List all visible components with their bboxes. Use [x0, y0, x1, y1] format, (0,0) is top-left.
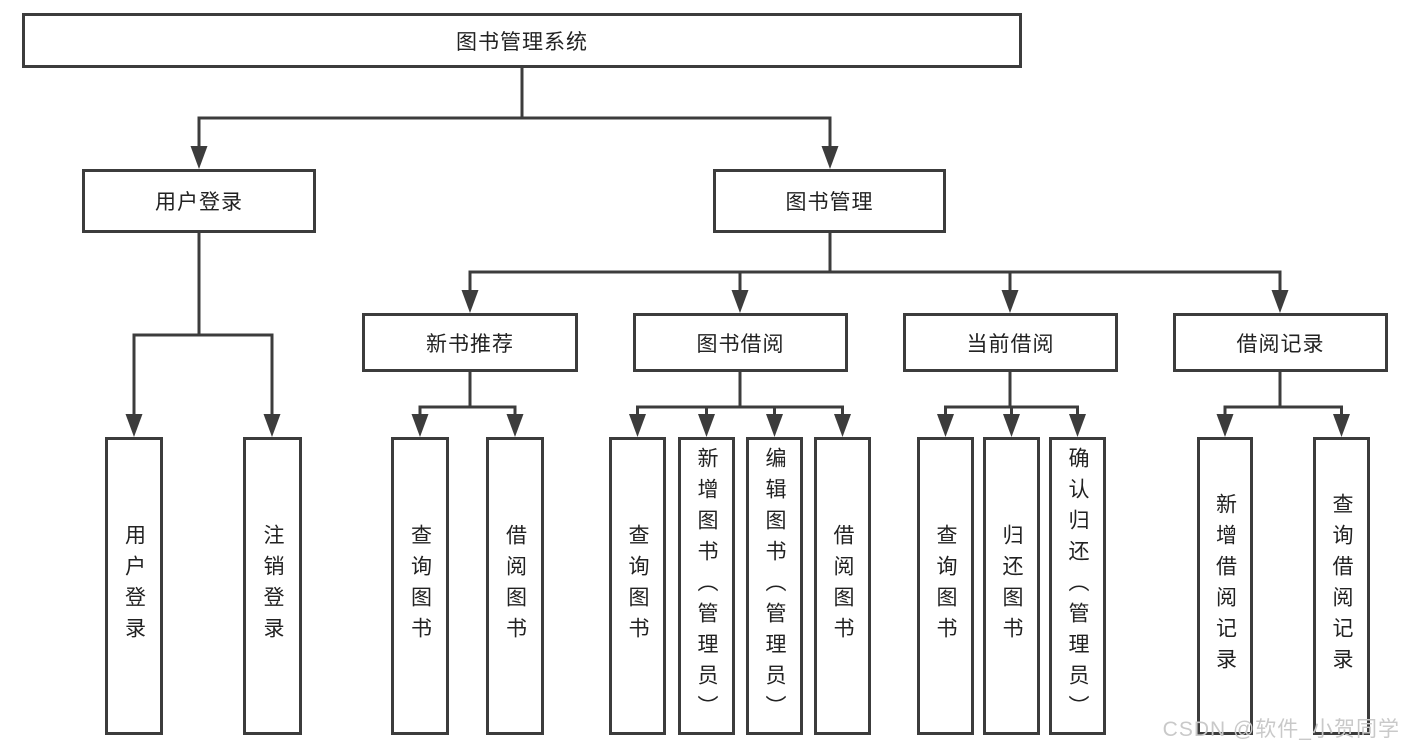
- arrowhead: [461, 290, 479, 313]
- connector-line: [197, 116, 832, 150]
- connector-line: [636, 405, 844, 418]
- node-label: 新书推荐: [426, 332, 514, 356]
- arrowhead: [506, 414, 524, 437]
- connector-line: [468, 270, 1282, 294]
- connector-line: [418, 405, 517, 418]
- leaf-query-books-current: 查询图书: [917, 437, 974, 735]
- node-label: 查询图书: [934, 524, 958, 648]
- arrowhead: [1216, 414, 1234, 437]
- arrowhead: [125, 414, 143, 437]
- arrowhead: [1333, 414, 1350, 437]
- leaf-confirm-return-admin: 确认归还（管理员）: [1049, 437, 1106, 735]
- arrowhead: [698, 414, 715, 437]
- node-label: 查询图书: [408, 524, 432, 648]
- leaf-edit-books-admin: 编辑图书（管理员）: [746, 437, 803, 735]
- arrowhead: [1271, 290, 1289, 313]
- node-label: 注销登录: [261, 524, 285, 648]
- arrowhead: [1069, 414, 1086, 437]
- node-borrowing-records: 借阅记录: [1173, 313, 1388, 372]
- node-label: 图书借阅: [696, 332, 785, 356]
- node-label: 借阅图书: [503, 524, 527, 648]
- node-label: 确认归还（管理员）: [1066, 446, 1090, 726]
- node-label: 用户登录: [155, 191, 243, 214]
- leaf-query-books-borrowing: 查询图书: [609, 437, 666, 735]
- arrowhead: [766, 414, 783, 437]
- node-label: 借阅图书: [831, 524, 855, 648]
- node-book-borrowing: 图书借阅: [633, 313, 848, 372]
- node-current-borrowing: 当前借阅: [903, 313, 1118, 372]
- arrowhead: [1003, 414, 1020, 437]
- arrowhead: [190, 146, 208, 169]
- leaf-return-books: 归还图书: [983, 437, 1040, 735]
- node-new-book-recommend: 新书推荐: [362, 313, 578, 372]
- leaf-query-books-recommend: 查询图书: [391, 437, 449, 735]
- node-label: 借阅记录: [1236, 332, 1325, 356]
- node-label: 图书管理系统: [456, 30, 588, 54]
- node-label: 查询借阅记录: [1330, 493, 1354, 679]
- node-label: 当前借阅: [966, 332, 1055, 356]
- leaf-borrow-books-recommend: 借阅图书: [486, 437, 544, 735]
- node-label: 新增图书（管理员）: [695, 446, 719, 726]
- arrowhead: [937, 414, 954, 437]
- arrowhead: [263, 414, 281, 437]
- node-label: 归还图书: [1000, 524, 1024, 648]
- leaf-user-login: 用户登录: [105, 437, 163, 735]
- connector-line: [1223, 405, 1343, 418]
- arrowhead: [731, 290, 749, 313]
- leaf-add-books-admin: 新增图书（管理员）: [678, 437, 735, 735]
- leaf-query-borrow-record: 查询借阅记录: [1313, 437, 1370, 735]
- arrowhead: [411, 414, 429, 437]
- leaf-borrow-books-borrowing: 借阅图书: [814, 437, 871, 735]
- connector-line: [132, 333, 274, 418]
- node-user-login: 用户登录: [82, 169, 316, 233]
- arrowhead: [834, 414, 851, 437]
- arrowhead: [821, 146, 839, 169]
- node-label: 查询图书: [626, 524, 650, 648]
- leaf-logout-login: 注销登录: [243, 437, 302, 735]
- node-label: 图书管理: [785, 191, 874, 214]
- arrowhead: [1001, 290, 1019, 313]
- leaf-add-borrow-record: 新增借阅记录: [1197, 437, 1253, 735]
- arrowhead: [629, 414, 646, 437]
- node-book-management: 图书管理: [713, 169, 946, 233]
- node-label: 用户登录: [122, 524, 146, 648]
- node-label: 编辑图书（管理员）: [763, 446, 787, 726]
- node-label: 新增借阅记录: [1213, 493, 1237, 679]
- node-library-system: 图书管理系统: [22, 13, 1022, 68]
